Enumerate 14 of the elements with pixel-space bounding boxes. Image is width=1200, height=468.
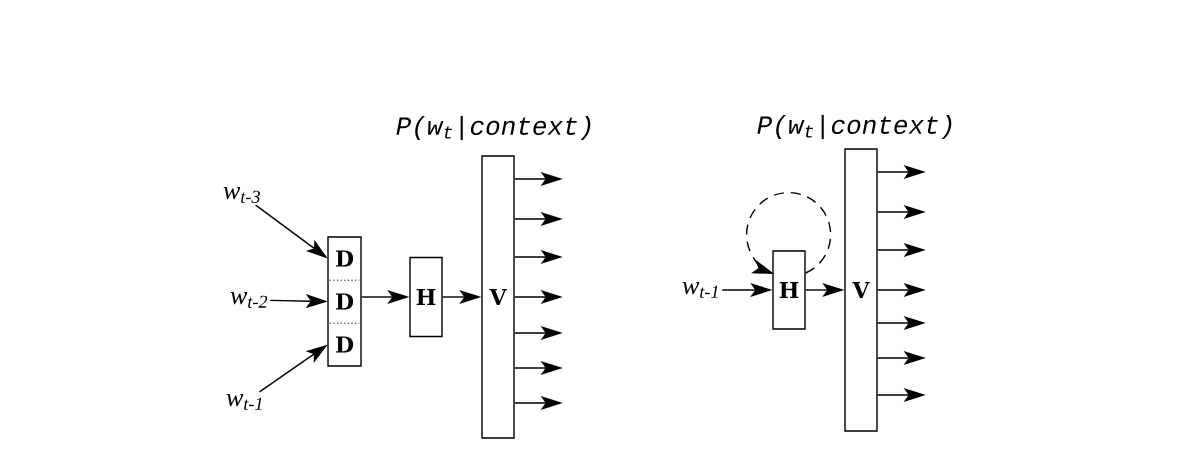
input-word: w$_{t-1}$	[682, 282, 718, 298]
input-word: w$_{t-1}$	[226, 394, 262, 410]
probability-label: P(w$_{t}$|context)	[396, 115, 591, 141]
stacked-box	[327, 236, 362, 367]
process-box: H	[409, 256, 443, 338]
input-word: w$_{t-3}$	[223, 187, 260, 203]
output-box: V	[844, 148, 878, 432]
box-cell: D	[336, 293, 354, 310]
process-box: H	[772, 250, 806, 330]
box-cell: D	[336, 250, 354, 267]
box-cell: D	[336, 336, 354, 353]
input-word: w$_{t-2}$	[230, 292, 268, 308]
output-box: V	[481, 155, 515, 439]
probability-label: P(w$_{t}$|context)	[757, 114, 952, 140]
